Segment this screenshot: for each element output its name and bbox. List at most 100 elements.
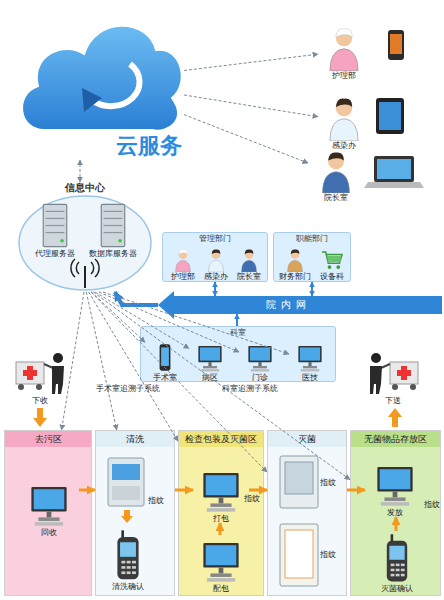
node-label: 数据库服务器 — [89, 249, 137, 258]
department-box: 科室手术室病区门诊医技 — [140, 326, 336, 382]
device-node: 感染办 — [200, 245, 232, 281]
connector — [184, 95, 318, 117]
pc-icon — [365, 461, 425, 508]
laptop-device — [364, 156, 424, 188]
handheld-icon — [365, 533, 429, 584]
node-label: 护理部 — [171, 272, 195, 281]
person-icon — [233, 247, 265, 272]
annotation-label: 指纹 — [244, 494, 260, 503]
device-node: 感染办 — [318, 92, 370, 150]
work-zone: 去污区回收 — [4, 430, 92, 596]
node-label: 手术室 — [153, 373, 177, 382]
tablet-device — [376, 98, 404, 134]
phone-icon — [145, 342, 185, 373]
group-title: 职能部门 — [274, 234, 350, 243]
device-node: 门诊 — [239, 340, 281, 382]
device-node: 灭菌确认 — [365, 531, 429, 593]
node-label: 设备科 — [320, 272, 344, 281]
person-icon — [308, 148, 364, 193]
pc-icon — [193, 537, 249, 584]
node-label: 云服务 — [116, 133, 182, 158]
pc-icon — [239, 342, 281, 373]
device-node: 院长室 — [308, 146, 364, 202]
info-circle — [18, 182, 152, 292]
connector — [80, 160, 81, 182]
node-label: 回收 — [41, 528, 57, 537]
node-label: 院长室 — [237, 272, 261, 281]
annotation-label: 下送 — [385, 396, 401, 405]
group-title: 管理部门 — [163, 234, 267, 243]
person-icon — [318, 94, 370, 141]
nurse-icon — [167, 247, 199, 272]
device-node: 回收 — [19, 479, 79, 537]
connector — [91, 292, 145, 342]
device-node: 手术室 — [145, 340, 185, 382]
down-arrow — [33, 408, 47, 427]
annotation-label: 手术室追溯子系统 — [96, 384, 160, 393]
node-label: 打包 — [213, 514, 229, 523]
node-label: 信息中心 — [18, 182, 152, 194]
annotation-label: 指纹 — [320, 550, 336, 559]
connector — [311, 282, 313, 296]
up-arrow — [388, 408, 402, 427]
annotation-label: 指纹 — [148, 496, 164, 505]
device-node: 设备科 — [315, 245, 349, 281]
pc-icon — [289, 342, 331, 373]
device-node: 代理服务器 — [30, 200, 80, 258]
server-icon — [30, 202, 80, 249]
annotation-label: 指纹 — [320, 478, 336, 487]
annotation-label: 科室追溯子系统 — [222, 384, 278, 393]
device-node: 配包 — [193, 535, 249, 593]
cart-icon — [315, 247, 349, 272]
person-icon — [276, 247, 314, 272]
zone-title: 无菌物品存放区 — [351, 431, 440, 447]
pc-icon — [189, 342, 231, 373]
node-label: 院长室 — [324, 193, 348, 202]
node-label: 发放 — [387, 508, 403, 517]
node-label: 配包 — [213, 584, 229, 593]
zone-title: 清洗 — [96, 431, 174, 447]
handheld-icon — [100, 529, 156, 582]
node-label: 灭菌确认 — [381, 584, 413, 593]
server-icon — [84, 202, 142, 249]
device-node: 数据库服务器 — [84, 200, 142, 258]
node-label: 代理服务器 — [35, 249, 75, 258]
node-label: 护理部 — [332, 71, 356, 80]
zone-title: 检查包装及灭菌区 — [179, 431, 263, 447]
deliver-worker — [370, 353, 418, 394]
info-center: 信息中心代理服务器 数据库服务器 — [18, 182, 152, 292]
connector — [236, 314, 238, 326]
node-label: 门诊 — [252, 373, 268, 382]
connector — [184, 54, 318, 70]
device-node: 护理部 — [318, 22, 370, 80]
connector — [86, 292, 116, 430]
connector — [62, 292, 84, 430]
node-label: 病区 — [202, 373, 218, 382]
work-zone: 无菌物品存放区发放灭菌确认 — [350, 430, 441, 596]
connector — [89, 292, 178, 441]
annotation-label: 指纹 — [424, 500, 440, 509]
nurse-icon — [318, 24, 370, 71]
connector — [214, 282, 216, 296]
device-node: 打包 — [193, 465, 249, 523]
device-node: 医技 — [289, 340, 331, 382]
department-box: 管理部门护理部感染办院长室 — [162, 232, 268, 282]
node-label: 感染办 — [332, 141, 356, 150]
phone-device — [388, 30, 404, 60]
pc-icon — [19, 481, 79, 528]
department-box: 职能部门财务部门设备科 — [273, 232, 351, 282]
node-label: 感染办 — [204, 272, 228, 281]
zone-title: 灭菌 — [268, 431, 346, 447]
device-node: 病区 — [189, 340, 231, 382]
work-zone: 灭菌 — [267, 430, 347, 596]
annotation-label: 下收 — [32, 396, 48, 405]
device-node: 护理部 — [167, 245, 199, 281]
connector — [184, 115, 308, 163]
work-zone: 清洗清洗确认 — [95, 430, 175, 596]
device-node: 院长室 — [233, 245, 265, 281]
collect-worker — [16, 353, 64, 394]
node-label: 财务部门 — [279, 272, 311, 281]
device-node: 清洗确认 — [100, 527, 156, 591]
pc-icon — [193, 467, 249, 514]
